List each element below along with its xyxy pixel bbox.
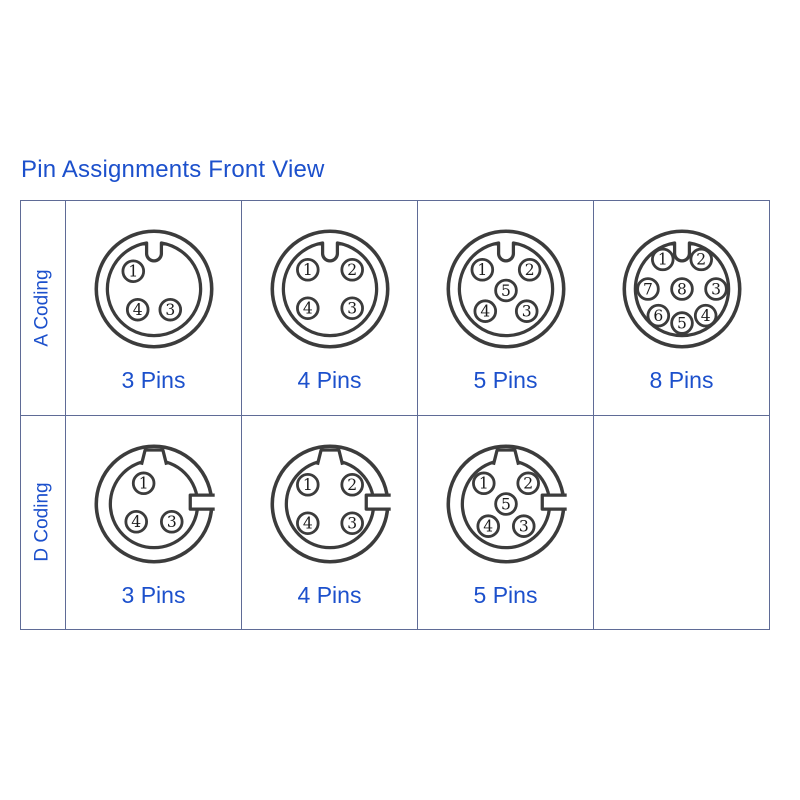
row-label-a-coding: A Coding <box>21 201 66 416</box>
connector-svg: 1 254 3 <box>446 444 567 563</box>
svg-text:3: 3 <box>165 301 175 319</box>
svg-text:1: 1 <box>302 261 312 279</box>
svg-text:1: 1 <box>138 474 148 492</box>
empty-cell <box>594 415 770 630</box>
svg-text:8: 8 <box>677 280 687 298</box>
svg-text:1: 1 <box>302 476 312 494</box>
svg-text:4: 4 <box>483 517 493 535</box>
connector-diagram-d-4pin: 1 2 4 3 <box>256 430 404 578</box>
pin-count-caption-d-5pin: 5 Pins <box>473 581 538 608</box>
svg-text:5: 5 <box>677 314 687 332</box>
connector-cell-a-3pin: 1 4 3 3 Pins <box>66 201 242 416</box>
pin-count-caption-a-8pin: 8 Pins <box>649 367 714 393</box>
svg-text:6: 6 <box>653 307 663 325</box>
connector-cell-a-4pin: 1 2 4 3 4 Pins <box>242 201 418 416</box>
svg-text:1: 1 <box>657 251 667 269</box>
svg-text:1: 1 <box>477 261 487 279</box>
pin-count-caption-a-5pin: 5 Pins <box>473 367 538 393</box>
connector-diagram-a-3pin: 1 4 3 <box>80 215 228 363</box>
connector-diagram-a-4pin: 1 2 4 3 <box>256 215 404 363</box>
svg-text:3: 3 <box>347 514 357 532</box>
connector-diagram-d-3pin: 1 4 3 <box>80 430 228 578</box>
connector-cell-d-3pin: 1 4 3 3 Pins <box>66 415 242 630</box>
svg-text:3: 3 <box>166 513 176 531</box>
pin-count-caption-a-4pin: 4 Pins <box>297 367 362 393</box>
pin-count-caption-a-3pin: 3 Pins <box>121 367 186 393</box>
page-title: Pin Assignments Front View <box>21 156 325 183</box>
svg-text:2: 2 <box>347 476 357 494</box>
svg-text:4: 4 <box>700 307 710 325</box>
svg-text:2: 2 <box>523 474 533 492</box>
svg-text:3: 3 <box>711 280 721 298</box>
svg-text:1: 1 <box>478 474 488 492</box>
svg-text:3: 3 <box>347 300 357 318</box>
row-label-text-a: A Coding <box>32 269 53 347</box>
svg-text:2: 2 <box>347 261 357 279</box>
svg-text:4: 4 <box>480 303 490 321</box>
connector-svg: 1 2 4 3 <box>270 229 389 349</box>
svg-text:4: 4 <box>131 513 141 531</box>
svg-text:5: 5 <box>501 282 511 300</box>
connector-svg: 1 254 3 <box>446 229 565 349</box>
row-label-text-d: D Coding <box>32 482 53 562</box>
connector-svg: 1 4 3 <box>94 444 215 563</box>
connector-svg: 1 2 4 3 <box>270 444 391 563</box>
svg-text:4: 4 <box>302 300 312 318</box>
svg-text:3: 3 <box>521 303 531 321</box>
svg-text:4: 4 <box>302 514 312 532</box>
pin-count-caption-d-3pin: 3 Pins <box>121 581 186 608</box>
svg-text:2: 2 <box>524 261 534 279</box>
connector-cell-d-4pin: 1 2 4 3 4 Pins <box>242 415 418 630</box>
svg-text:4: 4 <box>132 301 142 319</box>
svg-text:2: 2 <box>696 251 706 269</box>
svg-text:7: 7 <box>643 280 653 298</box>
svg-text:5: 5 <box>501 495 511 513</box>
svg-text:3: 3 <box>518 517 528 535</box>
connector-svg: 1 4 3 <box>94 229 213 349</box>
pin-count-caption-d-4pin: 4 Pins <box>297 581 362 608</box>
row-label-d-coding: D Coding <box>21 415 66 630</box>
svg-text:1: 1 <box>128 263 138 281</box>
